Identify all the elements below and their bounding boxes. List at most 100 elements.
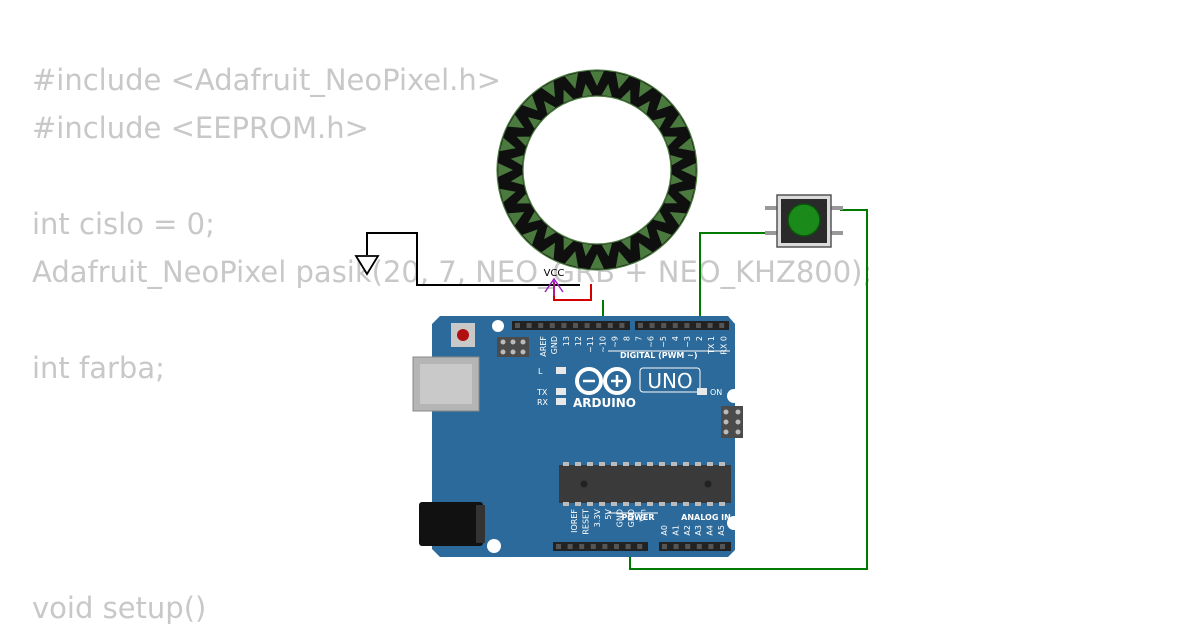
header-pin-socket xyxy=(696,544,702,549)
digital-pin-label: ~11 xyxy=(586,336,595,353)
chip-pin xyxy=(647,462,653,466)
chip-pin xyxy=(695,462,701,466)
neopixel-pixel xyxy=(564,72,579,89)
digital-pin-label: 13 xyxy=(562,336,571,346)
header-pin-socket xyxy=(673,544,679,549)
reset-button-cap xyxy=(457,329,469,341)
header-pin-socket xyxy=(573,323,578,328)
usb-connector-inner xyxy=(420,364,472,404)
chip-pin xyxy=(575,462,581,466)
chip-pin xyxy=(695,502,701,506)
ground-wire xyxy=(366,232,580,286)
led-rx-label: RX xyxy=(537,398,549,407)
digital-pin-label: ~9 xyxy=(610,336,619,348)
code-line-void-setup: void setup() xyxy=(32,591,207,625)
neopixel-pixel xyxy=(664,136,678,147)
power-pin-label: 3.3V xyxy=(593,508,602,527)
chip-pin xyxy=(683,502,689,506)
neopixel-ring[interactable] xyxy=(496,69,698,271)
neopixel-pixel xyxy=(544,226,556,240)
neopixel-pixel xyxy=(541,81,555,98)
digital-pin-label: GND xyxy=(550,336,559,354)
chip-pin xyxy=(563,502,569,506)
neopixel-pixels xyxy=(498,71,696,269)
neopixel-pixel xyxy=(499,188,516,203)
neopixel-pixel xyxy=(678,137,695,152)
neopixel-pixel xyxy=(620,237,631,251)
header-pin-socket xyxy=(708,544,714,549)
chip-pin xyxy=(599,462,605,466)
power-label: POWER xyxy=(621,513,654,522)
pushbutton[interactable] xyxy=(765,194,843,248)
neopixel-pixel xyxy=(510,155,524,166)
header-pin-socket xyxy=(637,544,643,549)
chip-pin xyxy=(671,502,677,506)
icsp-header-usb xyxy=(497,337,529,357)
header-pin-socket xyxy=(526,323,532,328)
header-pin-socket xyxy=(584,323,590,328)
power-pin-label: IOREF xyxy=(570,509,579,533)
dc-power-jack-edge xyxy=(476,505,485,543)
neopixel-pixel xyxy=(508,114,525,128)
power-pin-label: GND xyxy=(627,509,636,527)
neopixel-pixel xyxy=(653,211,667,223)
neopixel-pixel xyxy=(528,211,541,224)
analog-header xyxy=(659,542,731,551)
analog-in-label: ANALOG IN xyxy=(681,513,731,522)
arduino-logo-text: ARDUINO xyxy=(573,396,636,410)
analog-pin-label: A0 xyxy=(660,525,669,536)
neopixel-pixel xyxy=(541,242,555,259)
model-label: UNO xyxy=(647,369,692,393)
header-pin-socket xyxy=(607,323,613,328)
vcc-power: VCC xyxy=(544,268,592,301)
led-l xyxy=(556,367,566,374)
chip-pin xyxy=(611,502,617,506)
header-pin-socket xyxy=(538,323,544,328)
mounting-hole xyxy=(487,539,501,553)
neopixel-pixel xyxy=(638,226,651,239)
analog-pin-label: A2 xyxy=(683,525,692,536)
header-pin-socket xyxy=(638,323,643,328)
icsp-header xyxy=(721,406,743,438)
header-pin-socket xyxy=(685,544,691,549)
header-pin-socket xyxy=(590,544,596,549)
neopixel-pixel xyxy=(639,242,653,259)
neopixel-pixel xyxy=(527,117,541,129)
neopixel-ring-outer-edge xyxy=(496,69,698,271)
header-pin-socket xyxy=(707,323,713,328)
power-pin-label: GND xyxy=(616,509,625,527)
atmega-chip xyxy=(559,462,731,506)
digital-pin-label: RX 0 xyxy=(719,336,728,355)
header-pin-socket xyxy=(556,544,561,549)
neopixel-pixel xyxy=(522,229,538,245)
neopixel-pixel xyxy=(510,174,524,186)
analog-pin-label: A5 xyxy=(717,525,726,536)
header-pin-socket xyxy=(662,544,667,549)
header-pin-socket xyxy=(561,323,567,328)
ground-arrow-icon xyxy=(354,255,380,276)
digital-header-left xyxy=(512,321,630,330)
neopixel-pixel xyxy=(681,163,696,177)
header-pin-socket xyxy=(625,544,631,549)
neopixel-pixel xyxy=(590,71,604,86)
neopixel-pixel xyxy=(638,100,650,114)
uno-badge xyxy=(639,367,701,393)
button-cap[interactable] xyxy=(787,203,821,237)
chip-pin xyxy=(611,462,617,466)
chip-pin xyxy=(671,462,677,466)
chip-pin xyxy=(647,502,653,506)
button-ground-wire xyxy=(629,209,868,570)
chip-pin xyxy=(683,462,689,466)
button-lead xyxy=(829,231,843,235)
neopixel-pixel xyxy=(653,116,666,129)
neopixel-pixel xyxy=(669,212,686,226)
neopixel-pixel xyxy=(669,114,686,128)
neopixel-pixel xyxy=(656,95,672,111)
header-pin-socket xyxy=(672,323,678,328)
header-pin-socket xyxy=(579,544,585,549)
chip-pin xyxy=(587,502,593,506)
header-pin-socket xyxy=(649,323,655,328)
